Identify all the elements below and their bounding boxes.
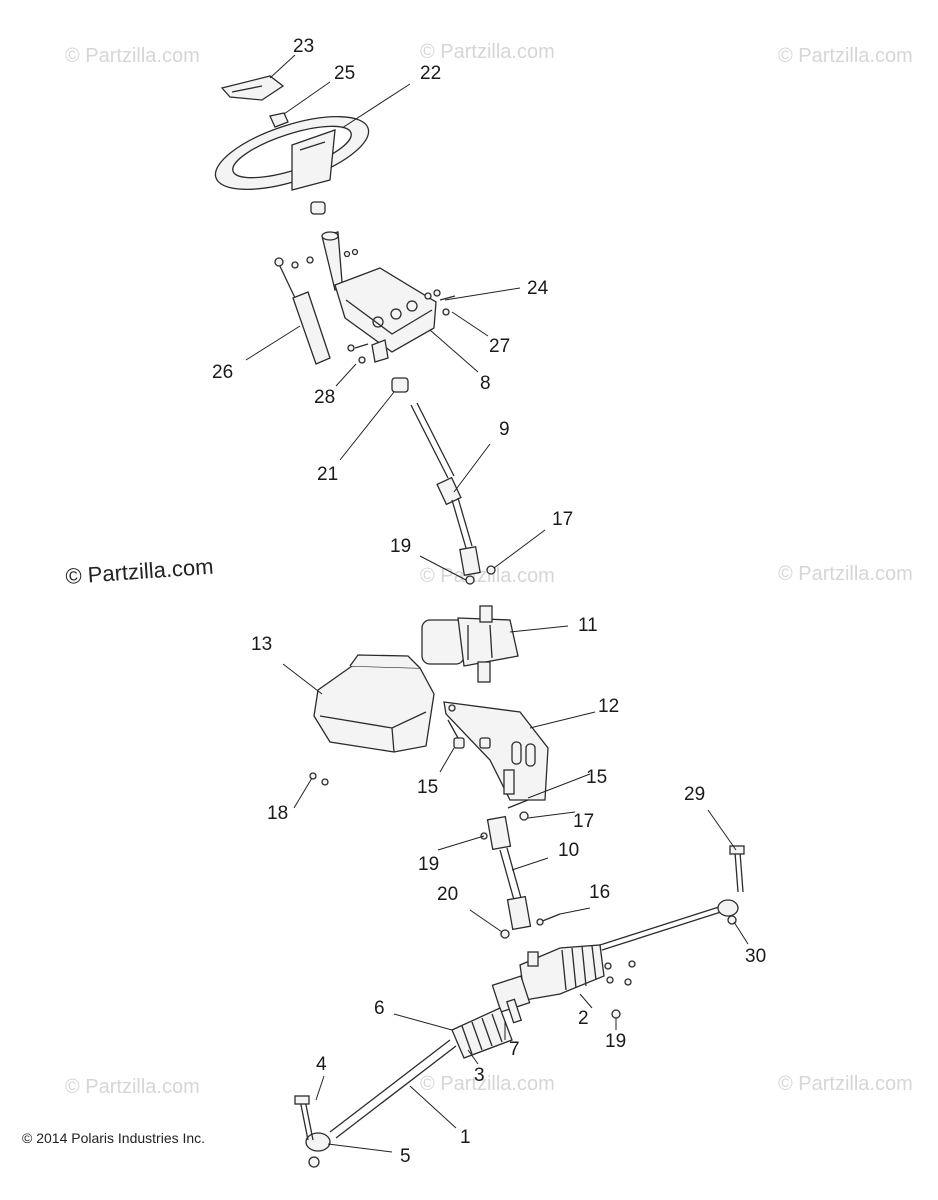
callout-labels: 23 25 22 24 27 26 28 8 21 9 17 19 11 13 … [212, 36, 766, 1167]
part-5-nut [308, 1156, 320, 1168]
callout-4: 4 [316, 1054, 327, 1075]
part-17-bolt-lower [519, 811, 529, 821]
callout-2: 2 [578, 1008, 589, 1029]
callout-6: 6 [374, 998, 385, 1019]
part-tie-rod-right [599, 899, 739, 951]
part-hardware-8 [306, 256, 456, 364]
part-8-column-bracket [321, 231, 437, 363]
part-19-nut-lower [611, 1009, 621, 1019]
callout-12: 12 [598, 696, 619, 717]
callout-19-mid: 19 [418, 854, 439, 875]
callout-24: 24 [527, 278, 549, 299]
callout-18: 18 [267, 803, 288, 824]
part-11-power-steering-unit [421, 605, 519, 683]
part-26-gas-strut [274, 257, 331, 365]
part-20-nut [500, 929, 510, 939]
part-3-boot [451, 998, 523, 1059]
callout-7: 7 [509, 1039, 520, 1060]
watermark: © Partzilla.com [778, 563, 913, 585]
main-watermark: © Partzilla.com [65, 554, 215, 589]
callout-1: 1 [460, 1127, 471, 1148]
callout-19: 19 [390, 536, 411, 557]
callout-9: 9 [499, 419, 510, 440]
watermark: © Partzilla.com [65, 45, 200, 67]
callout-20: 20 [437, 884, 458, 905]
callout-16: 16 [589, 882, 610, 903]
callout-19-lower: 19 [605, 1031, 626, 1052]
part-22-steering-wheel [214, 116, 370, 191]
callout-21: 21 [317, 464, 338, 485]
part-15-bolts [447, 704, 529, 809]
watermark: © Partzilla.com [778, 1073, 913, 1095]
part-12-mounting-bracket [443, 701, 549, 801]
callout-17-lower: 17 [573, 811, 594, 832]
watermark: © Partzilla.com [778, 45, 913, 67]
copyright-notice: © 2014 Polaris Industries Inc. [22, 1130, 205, 1146]
callout-13: 13 [251, 634, 272, 655]
watermark: © Partzilla.com [420, 565, 555, 587]
callout-25: 25 [334, 63, 355, 84]
part-2-steering-rack [491, 944, 636, 1013]
callout-15-left: 15 [417, 777, 438, 798]
part-10-lower-shaft [480, 815, 532, 931]
callout-28: 28 [314, 387, 335, 408]
callout-27: 27 [489, 336, 510, 357]
watermark: © Partzilla.com [65, 1076, 200, 1098]
part-23-wheel-cap [220, 75, 285, 101]
callout-15-right: 15 [586, 767, 607, 788]
part-17-bolt-upper [486, 565, 496, 575]
callout-23: 23 [293, 36, 314, 57]
callout-8: 8 [480, 373, 491, 394]
part-bushing-upper [310, 201, 326, 215]
watermark: © Partzilla.com [420, 1073, 555, 1095]
part-16-bolt [536, 913, 561, 926]
part-9-upper-shaft [410, 402, 481, 585]
callout-22: 22 [420, 63, 441, 84]
callout-26: 26 [212, 362, 233, 383]
callout-30: 30 [745, 946, 766, 967]
part-4-bolt [294, 1095, 314, 1141]
callout-11: 11 [578, 615, 598, 636]
callout-10: 10 [558, 840, 579, 861]
watermark: © Partzilla.com [420, 41, 555, 63]
callout-29: 29 [684, 784, 705, 805]
callout-5: 5 [400, 1146, 411, 1167]
part-18-screws [309, 772, 329, 786]
part-13-cover [313, 654, 435, 753]
part-21-bushing [391, 377, 409, 393]
part-29-bolt [729, 845, 745, 893]
callout-3: 3 [474, 1065, 485, 1086]
part-25-nut [269, 112, 289, 128]
part-1-tie-rod-left [305, 1039, 457, 1152]
callout-17: 17 [552, 509, 573, 530]
leader-lines [245, 54, 749, 1153]
